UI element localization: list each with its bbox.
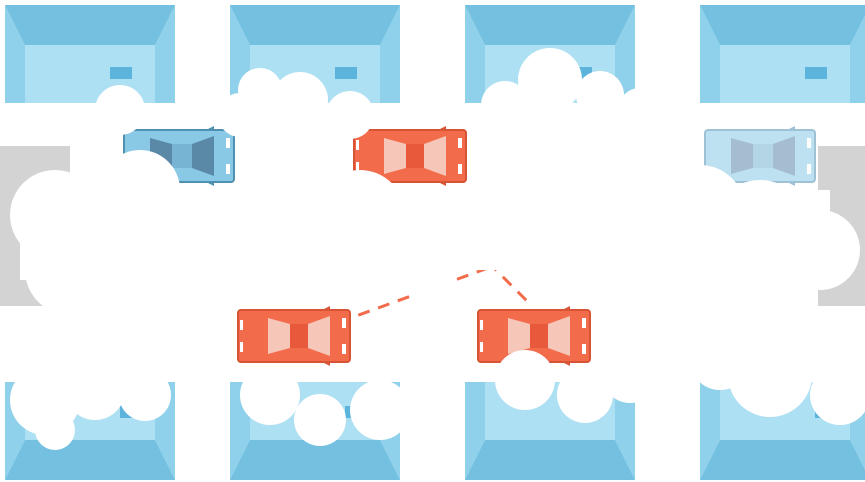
cloud-icon (0, 48, 865, 450)
building-icon (5, 5, 175, 103)
building-icon (700, 5, 865, 103)
red-car-icon (238, 306, 350, 366)
